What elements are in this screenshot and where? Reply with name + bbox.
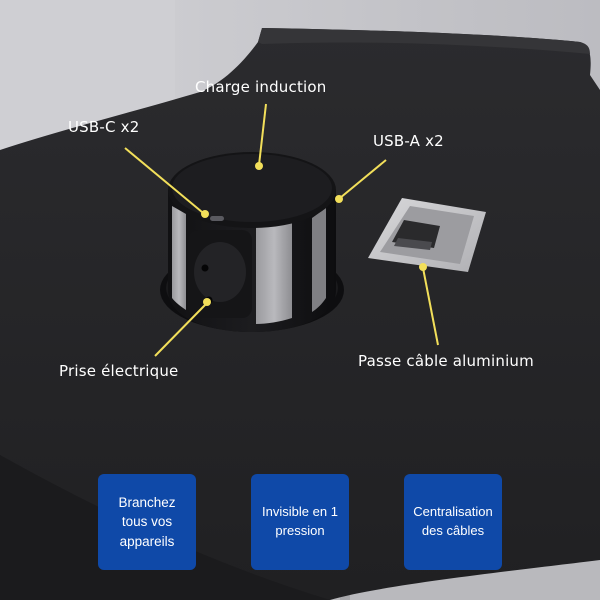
- induction-pad: [172, 154, 332, 222]
- desk-back-edge: [258, 28, 590, 54]
- label-usb-a: USB-A x2: [373, 132, 444, 150]
- callout-line-passe-cable: [422, 267, 439, 346]
- tower-panel-right: [312, 208, 326, 312]
- callout-dot-prise: [203, 298, 211, 306]
- callout-lines: [124, 103, 439, 357]
- callout-dot-usb-a: [335, 195, 343, 203]
- callout-dots: [201, 162, 427, 306]
- cable-pass-brush: [394, 238, 432, 250]
- callout-dot-usb-c: [201, 210, 209, 218]
- usb-c-port: [210, 216, 224, 221]
- callout-line-usb-c: [124, 147, 203, 213]
- callout-line-prise: [154, 303, 207, 357]
- tower-panel-center: [256, 222, 292, 324]
- badge-text: Branchez tous vos appareils: [118, 494, 176, 549]
- label-cable-pass: Passe câble aluminium: [358, 352, 534, 370]
- callout-dot-induction: [255, 162, 263, 170]
- feature-badge-plug-all: Branchez tous vos appareils: [98, 474, 196, 570]
- label-electrical-outlet: Prise électrique: [59, 362, 179, 380]
- desk-edge: [0, 455, 330, 600]
- feature-badge-cable-centralisation: Centralisation des câbles: [404, 474, 502, 570]
- callout-line-induction: [258, 103, 267, 166]
- label-induction-charge: Charge induction: [195, 78, 327, 96]
- callout-dot-passe-cable: [419, 263, 427, 271]
- feature-badge-invisible: Invisible en 1 pression: [251, 474, 349, 570]
- tower-panel-left: [172, 206, 186, 310]
- electrical-outlet: [194, 242, 246, 302]
- callout-line-usb-a: [339, 159, 387, 199]
- label-usb-c: USB-C x2: [68, 118, 140, 136]
- outlet-hole-left: [201, 264, 209, 272]
- badge-text: Invisible en 1 pression: [262, 504, 338, 538]
- badge-text: Centralisation des câbles: [413, 504, 493, 538]
